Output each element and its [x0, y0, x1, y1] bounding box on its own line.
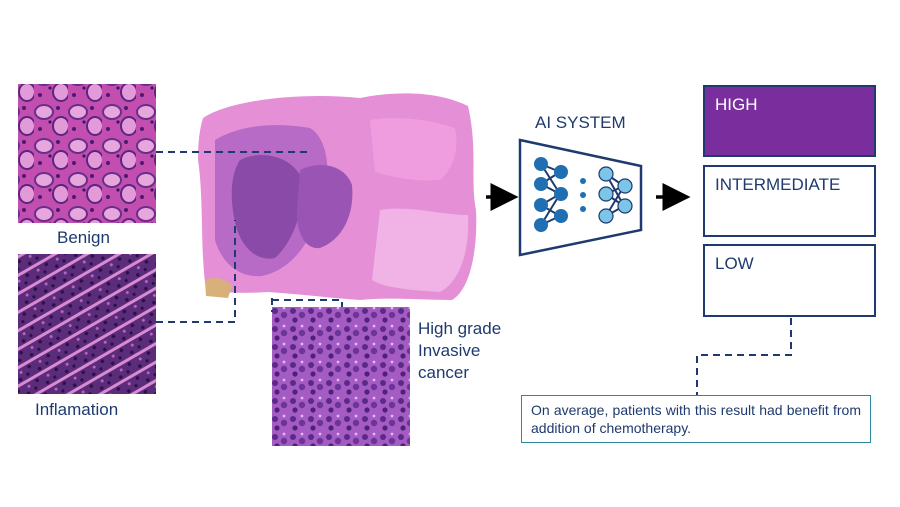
ai-system-title: AI SYSTEM: [535, 113, 626, 132]
risk-intermediate-label: INTERMEDIATE: [715, 175, 841, 194]
benign-label: Benign: [57, 228, 110, 247]
neural-network-icon: [518, 138, 643, 257]
dashed-connectors: [156, 151, 343, 323]
risk-low-box: LOW: [703, 244, 876, 317]
risk-low-label: LOW: [715, 254, 754, 273]
result-note: On average, patients with this result ha…: [521, 395, 871, 443]
cancer-tissue-image: [272, 307, 410, 446]
high-grade-label: High grade Invasive cancer: [418, 319, 502, 382]
risk-high-label: HIGH: [715, 95, 758, 114]
note-connector: [696, 318, 792, 396]
benign-tissue-image: [18, 84, 156, 223]
risk-high-box: HIGH: [703, 85, 876, 157]
inflammation-label: Inflamation: [35, 400, 119, 419]
risk-intermediate-box: INTERMEDIATE: [703, 165, 876, 237]
whole-slide-image: [198, 93, 477, 300]
inflammation-tissue-image: [18, 254, 156, 394]
